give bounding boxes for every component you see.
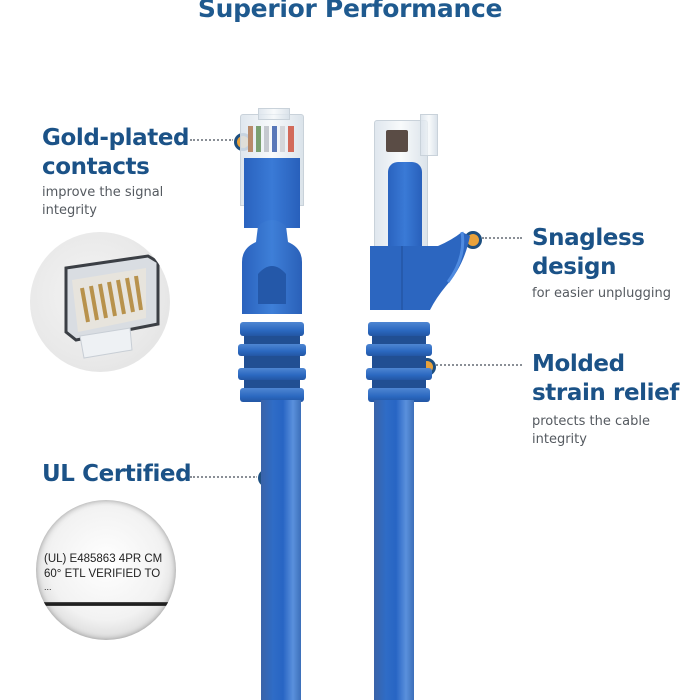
strain-relief-rib (240, 388, 304, 402)
ul-print-line: 60° ETL VERIFIED TO (44, 568, 161, 580)
heading-line: Molded (532, 351, 625, 377)
heading-line: contacts (42, 154, 150, 180)
strain-relief-gap (244, 336, 300, 344)
feature-description-snagless: for easier unplugging (532, 286, 672, 301)
strain-relief-gap (372, 380, 426, 388)
snagless-boot-front-icon (242, 220, 302, 314)
cable-jacket-icon (44, 602, 168, 606)
callout-leader-line (190, 139, 234, 141)
left-cable (261, 400, 301, 700)
description-line: integrity (532, 432, 587, 447)
rj45-contacts-icon (64, 254, 160, 359)
plug-tab-icon (258, 108, 290, 120)
strain-relief-gap (372, 356, 426, 368)
plug-wires-icon (248, 126, 294, 152)
plug-inner-jacket (244, 158, 300, 228)
strain-relief-rib (240, 322, 304, 336)
feature-heading-snagless: Snagless design (532, 224, 645, 282)
page-title: Superior Performance (197, 0, 503, 23)
heading-line: design (532, 254, 617, 280)
feature-description-strain-relief: protects the cable integrity (532, 413, 650, 449)
heading-line: Gold-plated (42, 125, 190, 151)
description-line: integrity (42, 203, 97, 218)
callout-leader-line (436, 364, 522, 366)
ul-print-closeup-image: (UL) E485863 4PR CM 60° ETL VERIFIED TO … (36, 500, 176, 640)
feature-description-gold-plated: improve the signal integrity (42, 184, 163, 220)
snagless-boot-side-icon (370, 231, 470, 310)
feature-heading-gold-plated: Gold-plated contacts (42, 124, 190, 182)
strain-relief-gap (244, 380, 300, 388)
heading-line: Snagless (532, 225, 645, 251)
strain-relief-rib (368, 388, 430, 402)
feature-heading-strain-relief: Molded strain relief (532, 350, 679, 408)
right-cable (374, 400, 414, 700)
feature-heading-ul-certified: UL Certified (42, 461, 192, 487)
strain-relief-rib (366, 368, 432, 380)
plug-contact-window (386, 130, 408, 152)
gold-contacts-closeup-image (30, 232, 170, 372)
callout-leader-line (482, 237, 522, 239)
callout-leader-line (190, 476, 258, 478)
strain-relief-gap (244, 356, 300, 368)
ul-print-line: (UL) E485863 4PR CM (44, 553, 163, 565)
strain-relief-rib (368, 322, 430, 336)
strain-relief-gap (372, 336, 426, 344)
description-line: protects the cable (532, 414, 650, 429)
heading-line: strain relief (532, 380, 679, 406)
plug-latch-icon (420, 114, 438, 156)
strain-relief-rib (366, 344, 432, 356)
ul-print-text: (UL) E485863 4PR CM 60° ETL VERIFIED TO … (44, 552, 174, 592)
strain-relief-rib (238, 344, 306, 356)
strain-relief-rib (238, 368, 306, 380)
ul-print-line: ... (44, 582, 52, 592)
description-line: improve the signal (42, 185, 164, 200)
